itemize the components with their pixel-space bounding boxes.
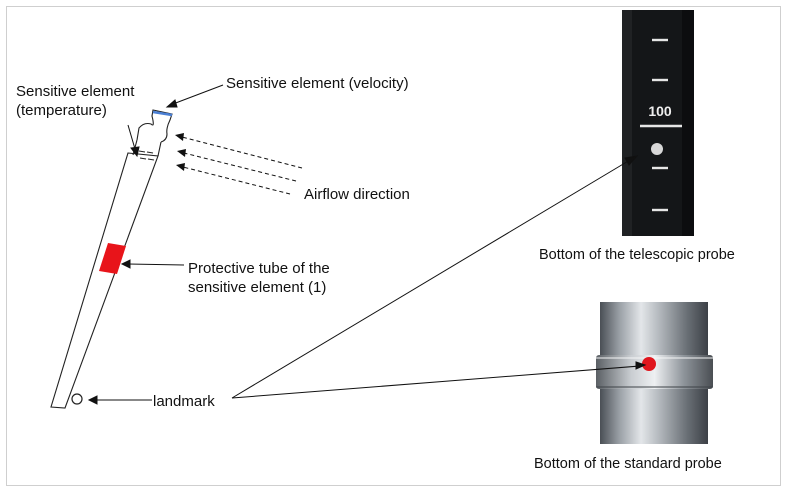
telescopic-pointer-line [231,159,631,399]
sensitive-temperature-label: Sensitive element (temperature) [16,82,134,120]
telescopic-probe-photo [622,10,694,236]
sensitive-temperature-line-2: (temperature) [16,102,107,119]
velocity-element [152,110,173,117]
protective-tube-arrow [127,263,185,266]
protective-tube-label: Protective tube of the sensitive element… [188,259,330,297]
telescopic-landmark-dot [651,143,663,155]
temperature-arrow [127,124,136,150]
airflow-arrows [175,133,303,195]
velocity-arrow [172,84,224,105]
telescopic-scale-number: 100 [648,103,672,119]
protective-tube-line-1: Protective tube of the [188,260,330,277]
landmark-circle [71,393,83,405]
standard-landmark-dot [642,357,656,371]
sensitive-temperature-line-1: Sensitive element [16,83,135,100]
temperature-element-slots [138,150,155,161]
sensitive-velocity-label: Sensitive element (velocity) [226,75,409,92]
leader-arrows [87,84,647,405]
airflow-direction-label: Airflow direction [304,186,410,203]
standard-caption: Bottom of the standard probe [534,456,722,472]
standard-pointer-line [231,365,641,399]
standard-probe-photo [596,302,713,444]
telescopic-caption: Bottom of the telescopic probe [539,247,735,263]
protective-tube-marker [99,243,126,274]
landmark-label: landmark [153,393,215,410]
probe-tube [50,109,173,409]
figure-frame [6,6,781,486]
protective-tube-line-2: sensitive element (1) [188,279,327,296]
